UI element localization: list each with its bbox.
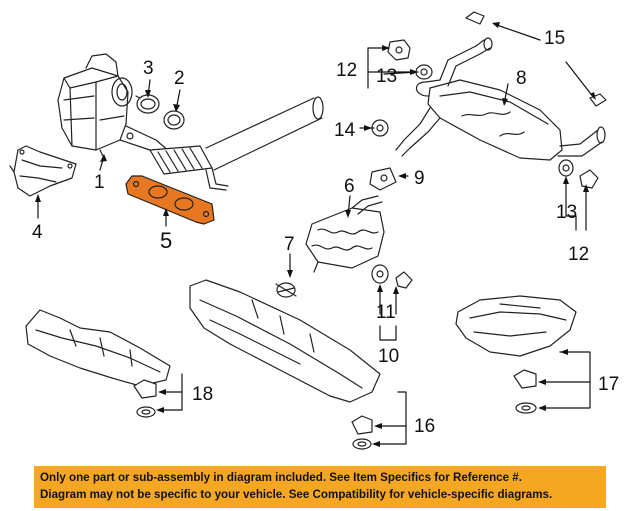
heat-shield-upper — [9, 145, 77, 197]
exhaust-system-diagram: 1 2 3 4 5 6 7 8 9 10 11 12 12 13 13 14 1… — [9, 11, 619, 450]
callout-14: 14 — [334, 120, 356, 141]
callout-4: 4 — [32, 222, 43, 243]
callout-2: 2 — [174, 68, 185, 89]
callout-11: 11 — [376, 302, 396, 323]
hardware-17 — [513, 369, 537, 414]
clamp — [135, 94, 160, 114]
rubber-hanger-right — [558, 159, 574, 177]
hanger-bracket-upper — [387, 39, 411, 61]
callout-1: 1 — [94, 172, 105, 193]
disclaimer-banner: Only one part or sub-assembly in diagram… — [34, 466, 606, 508]
heat-shield-lower — [25, 309, 171, 387]
heat-shield-rear — [455, 295, 577, 357]
callout-12-top: 12 — [336, 60, 357, 81]
callout-9: 9 — [414, 168, 425, 189]
callout-16: 16 — [414, 416, 435, 437]
heat-shield-center — [189, 279, 381, 403]
callout-18: 18 — [192, 384, 213, 405]
callout-17: 17 — [598, 374, 619, 395]
callout-8: 8 — [516, 68, 527, 89]
callout-12-bottom: 12 — [568, 244, 589, 265]
callout-15: 15 — [544, 28, 565, 49]
hanger-bracket-right — [579, 169, 599, 189]
front-pipe — [149, 96, 324, 191]
clamp-9 — [369, 167, 397, 191]
callout-3: 3 — [143, 58, 154, 79]
callout-7: 7 — [284, 234, 295, 255]
rubber-hanger-11 — [371, 264, 389, 284]
callout-10: 10 — [378, 346, 399, 367]
rear-muffler — [395, 37, 606, 161]
exhaust-manifold-gasket — [125, 175, 215, 225]
disclaimer-line-2: Diagram may not be specific to your vehi… — [40, 488, 553, 501]
tailpipe-tip-top — [465, 11, 485, 25]
callout-5: 5 — [160, 228, 172, 253]
hanger-bracket-11 — [395, 271, 413, 289]
callout-13-top: 13 — [376, 66, 397, 87]
callout-13-bottom: 13 — [556, 202, 577, 223]
disclaimer-line-1: Only one part or sub-assembly in diagram… — [40, 471, 522, 484]
leader-lines — [37, 23, 595, 445]
hardware-16 — [351, 415, 373, 450]
callout-6: 6 — [344, 176, 355, 197]
gasket-ring — [163, 110, 185, 130]
hardware-18 — [133, 379, 157, 418]
clamp-7 — [275, 282, 297, 298]
arrowheads — [35, 22, 596, 447]
callout-labels: 1 2 3 4 5 6 7 8 9 10 11 12 12 13 13 14 1… — [32, 28, 619, 437]
center-muffler — [305, 195, 385, 273]
